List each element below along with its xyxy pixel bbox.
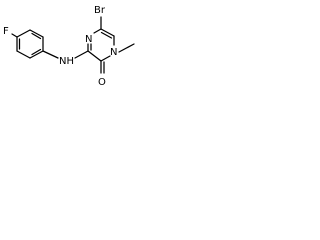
ring-nitrogen-label: N (110, 47, 117, 58)
bromine-label: Br (94, 5, 106, 16)
double-bond-inner (100, 31, 113, 39)
fluorophenyl-ring (16, 29, 44, 59)
bond (11, 33, 18, 38)
ring-nitrogen-label: N (85, 34, 92, 45)
double-bond-inner (31, 32, 42, 40)
bond (100, 28, 115, 37)
bond (16, 50, 31, 59)
bond (100, 55, 111, 62)
double-bond-inner (31, 48, 42, 56)
bond (29, 29, 44, 38)
chemical-structure: F NH N N Br O (3, 5, 135, 88)
bond (16, 29, 31, 38)
amine-label: NH (59, 56, 74, 67)
bond (42, 50, 59, 59)
bond (29, 50, 44, 59)
oxygen-label: O (98, 77, 106, 88)
bond (87, 50, 102, 62)
methyl-bond (118, 43, 135, 53)
bond (93, 28, 102, 34)
fluorine-label: F (3, 26, 9, 37)
bond (74, 50, 89, 59)
pyrazinone-ring (87, 28, 115, 62)
